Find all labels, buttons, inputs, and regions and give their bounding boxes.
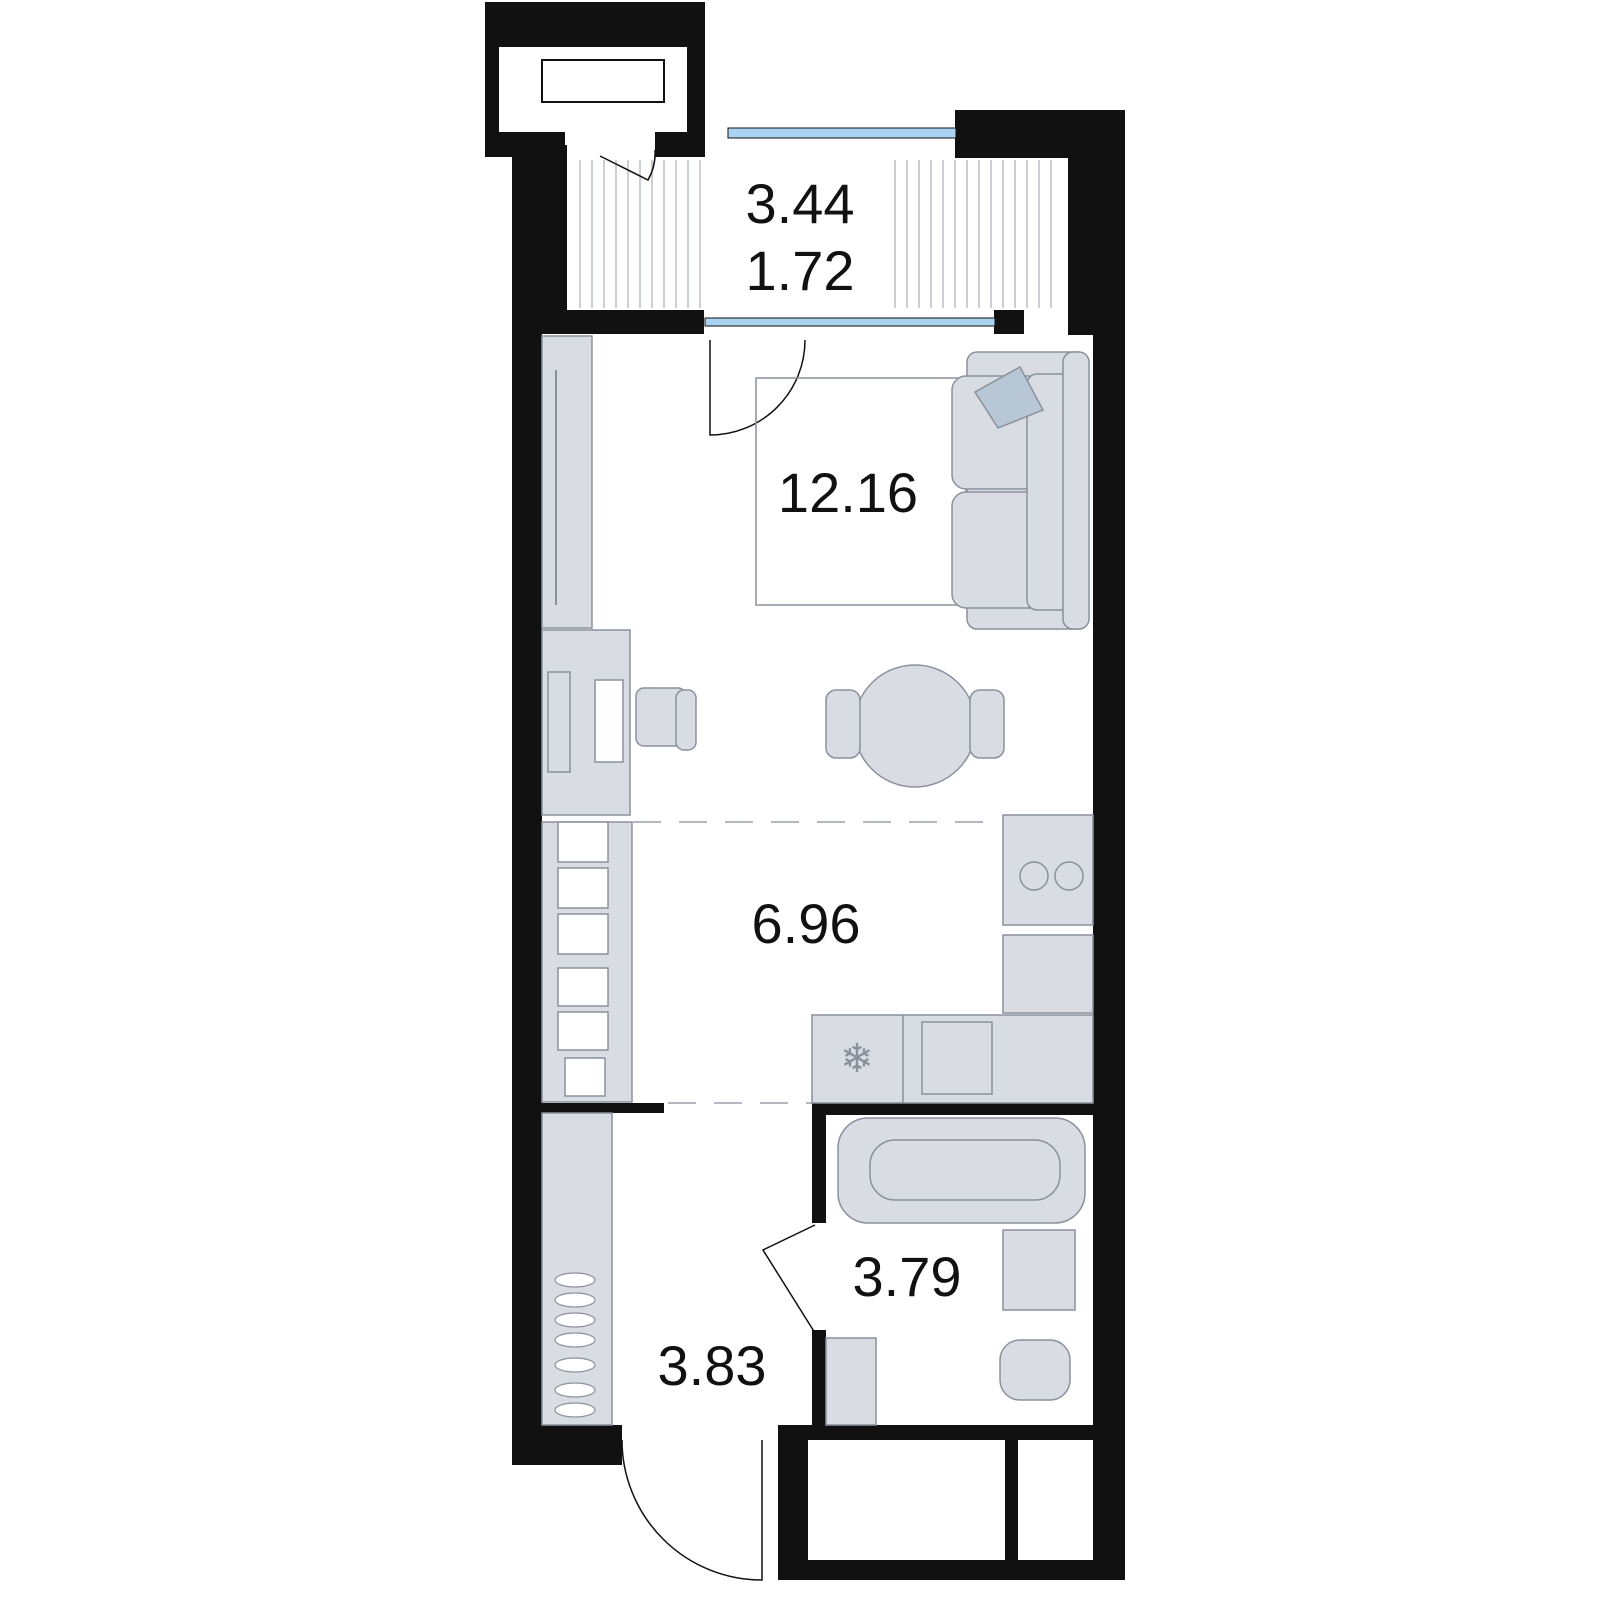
closet-items	[557, 821, 609, 1097]
bathroom-door	[761, 1224, 816, 1334]
balcony-floor-boards	[579, 160, 1052, 308]
balcony: 3.44 1.72	[541, 59, 1068, 327]
balcony-window-outer	[727, 127, 957, 139]
dining-chairs	[825, 689, 1005, 759]
bathroom-area: 3.79	[853, 1245, 962, 1308]
burner-icon	[1054, 861, 1084, 891]
wall-niche-left	[485, 2, 499, 157]
wall-bath-left	[812, 1103, 826, 1223]
wall-niche-top	[485, 2, 705, 47]
keyboard-icon	[594, 679, 624, 763]
kitchen-area: 6.96	[752, 892, 861, 955]
living-room-area: 12.16	[778, 461, 918, 524]
round-table-icon	[853, 664, 977, 788]
washing-machine	[825, 1337, 877, 1426]
wall-left-outer	[512, 145, 567, 320]
ac-unit	[541, 59, 665, 103]
wall-right	[1093, 320, 1125, 1580]
hall-wardrobe	[541, 1112, 613, 1426]
wall-niche-bottom-right	[655, 132, 705, 157]
living-room: 12.16	[541, 335, 1090, 823]
hallway: 3.83	[541, 1112, 767, 1581]
wall-niche-right	[687, 2, 705, 152]
balcony-floor	[567, 158, 1068, 310]
wall-bath-top	[812, 1103, 1097, 1115]
toilet	[999, 1339, 1071, 1401]
shaft-void-1	[808, 1440, 1005, 1560]
niche-door	[599, 149, 656, 181]
entrance-door	[621, 1439, 763, 1581]
monitor-icon	[547, 671, 571, 773]
wall-balcony-bottom-right	[994, 310, 1024, 334]
shaft-void-2	[1018, 1440, 1093, 1560]
wardrobe	[541, 335, 593, 629]
hallway-area: 3.83	[658, 1334, 767, 1397]
kitchen: ❄ 6.96	[541, 814, 1094, 1104]
wall-bottom-left	[512, 1425, 622, 1465]
wall-balcony-bottom-left	[542, 310, 704, 334]
desk-chair	[635, 687, 697, 751]
balcony-area-counted: 1.72	[746, 239, 855, 302]
shoes	[554, 1272, 596, 1418]
balcony-area-total: 3.44	[746, 172, 855, 235]
washbasin	[1002, 1229, 1076, 1311]
snowflake-icon: ❄	[840, 1036, 874, 1082]
bathroom: 3.79	[761, 1117, 1086, 1426]
burner-icon	[1019, 861, 1049, 891]
balcony-door	[709, 339, 806, 436]
oven	[1002, 934, 1094, 1014]
wall-balcony-right	[1068, 155, 1125, 335]
wall-left	[512, 320, 542, 1465]
wall-bath-left-lower	[812, 1330, 826, 1435]
balcony-window-inner	[704, 317, 996, 327]
wall-partition-left	[542, 1103, 664, 1113]
sink	[921, 1021, 993, 1095]
bathtub-inner	[869, 1139, 1061, 1201]
sofa-icon	[951, 351, 1090, 630]
